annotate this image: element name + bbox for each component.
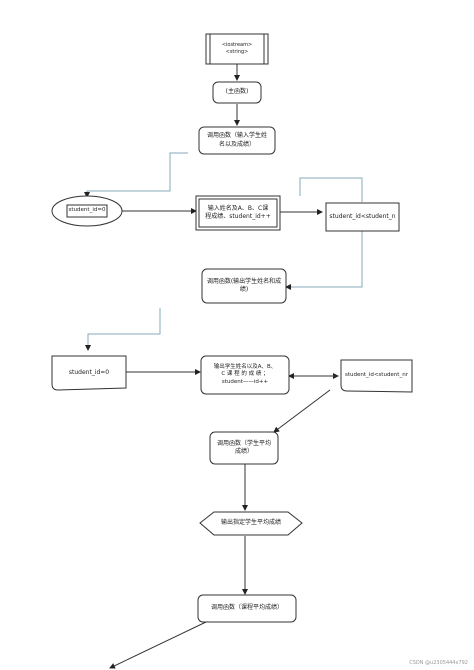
node-cond-mid [340,359,413,393]
node-output-names [200,355,290,395]
node-call-avg [209,431,279,465]
arrow-cond-to-call-avg [273,389,331,433]
node-includes [205,33,269,65]
arrow-call-input-to-student-id [84,152,188,198]
node-call-output [201,268,287,304]
node-main [212,81,262,104]
node-cond-top [325,202,400,232]
node-output-avg [199,511,303,536]
arrow-call-course-avg-out [109,621,207,669]
arrow-call-output-to-student-id [85,308,161,351]
connectors [84,64,363,669]
arrow-cond-to-call-output [285,231,363,290]
loop-input-back [299,177,363,202]
watermark: CSDN @u2305444x792 [409,660,468,666]
node-call-input [198,126,276,155]
node-student-id-mid [51,355,127,391]
node-call-course-avg [197,594,297,623]
